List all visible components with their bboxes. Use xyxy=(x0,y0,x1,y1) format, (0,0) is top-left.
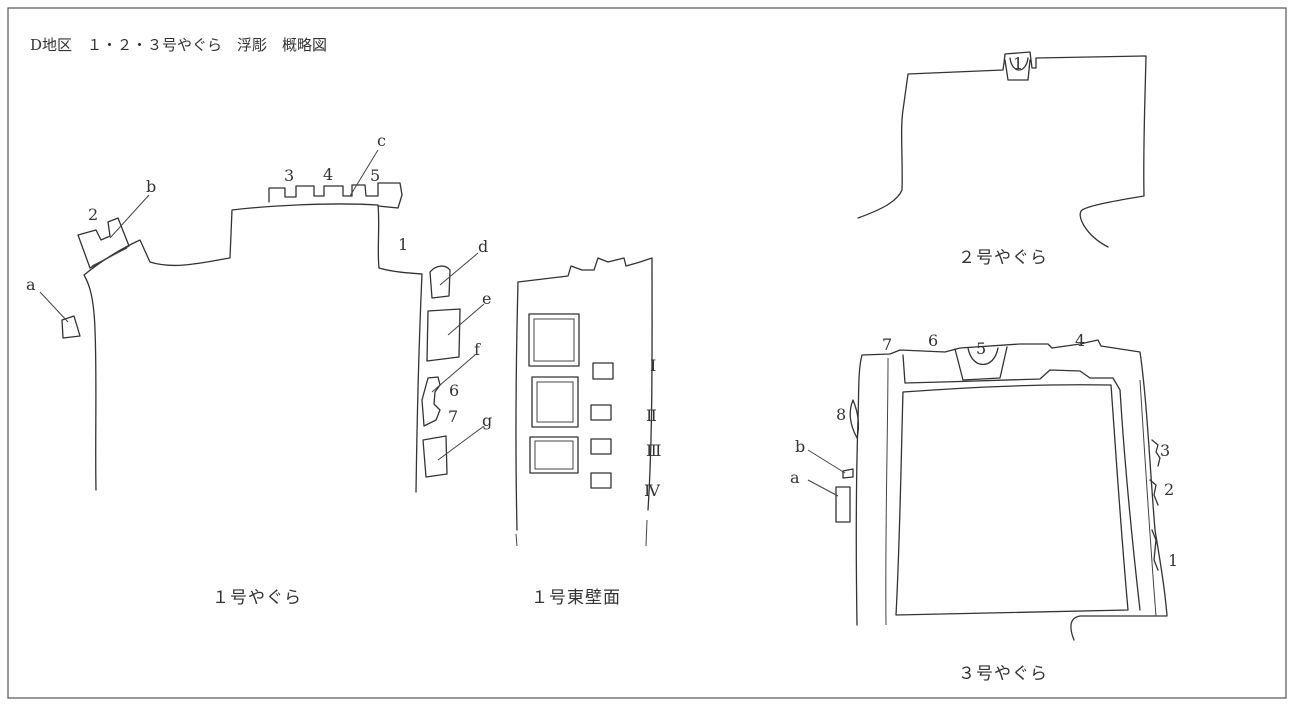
yagura-1-drawing: a b c d e f g 1 2 3 4 5 6 7 １号やぐら xyxy=(26,131,492,608)
yagura-1-outline xyxy=(83,203,423,493)
east-wall-niche-1-inner xyxy=(533,318,575,362)
niche-g xyxy=(422,435,448,478)
leader-e xyxy=(447,303,485,336)
label-d: d xyxy=(478,237,488,256)
yagura-2-outline xyxy=(857,51,1147,248)
label-roman-3: Ⅲ xyxy=(646,441,661,460)
label-f: f xyxy=(474,340,481,359)
east-wall-niche-2-outer xyxy=(531,376,579,428)
yagura-3-leader-a xyxy=(807,479,839,497)
label-4: 4 xyxy=(323,165,333,184)
leader-c xyxy=(349,149,379,197)
yagura-3-label-8: 8 xyxy=(836,405,846,424)
niche-2-base xyxy=(91,247,128,267)
yagura-3-label-1: 1 xyxy=(1168,551,1178,570)
label-a: a xyxy=(26,275,36,294)
label-7: 7 xyxy=(448,407,458,426)
label-2: 2 xyxy=(88,205,98,224)
yagura-3-label-5: 5 xyxy=(976,339,986,358)
east-wall-small-niche-3 xyxy=(590,438,612,455)
niche-f-6 xyxy=(421,376,441,427)
niche-2 xyxy=(77,217,130,269)
yagura-3-label-b: b xyxy=(795,437,805,456)
yagura-2-niche-1-hood xyxy=(1009,57,1029,71)
caption-east-wall: １号東壁面 xyxy=(531,588,621,608)
yagura-3-niche-5-hood xyxy=(967,347,999,365)
yagura-3-label-a: a xyxy=(790,468,800,487)
label-e: e xyxy=(482,289,491,308)
yagura-2-niche-1 xyxy=(1004,59,1031,81)
niche-d xyxy=(429,265,451,299)
east-wall-niche-2-inner xyxy=(536,381,574,423)
east-wall-small-niche-4 xyxy=(590,472,612,489)
yagura-3-label-3: 3 xyxy=(1160,441,1170,460)
niche-a xyxy=(61,315,81,339)
yagura-3-inner-chamber xyxy=(895,384,1129,616)
yagura-3-outline xyxy=(855,339,1168,641)
east-wall-outline xyxy=(517,257,653,511)
yagura-3-right-wall-line xyxy=(1139,379,1157,617)
east-wall-small-niche-2 xyxy=(590,404,612,421)
label-roman-1: Ⅰ xyxy=(650,356,656,375)
east-wall-niche-3-inner xyxy=(534,440,574,470)
label-c: c xyxy=(377,131,386,150)
yagura-3-label-7: 7 xyxy=(882,335,892,354)
label-3: 3 xyxy=(284,166,294,185)
yagura-2-label-1: 1 xyxy=(1013,54,1023,73)
sheet-frame xyxy=(7,7,1287,699)
east-wall-drawing: Ⅰ Ⅱ Ⅲ Ⅳ １号東壁面 xyxy=(515,257,661,608)
leader-f xyxy=(431,354,476,393)
yagura-3-drawing: a b 1 2 3 4 5 6 7 8 ３号やぐら xyxy=(790,331,1178,684)
label-5: 5 xyxy=(370,166,380,185)
leader-b xyxy=(109,194,150,239)
label-roman-4: Ⅳ xyxy=(644,481,661,500)
caption-yagura-1: １号やぐら xyxy=(212,588,302,608)
label-roman-2: Ⅱ xyxy=(646,406,657,425)
niche-3-4-5 xyxy=(268,182,403,209)
leader-d xyxy=(439,252,479,286)
east-wall-niche-1-outer xyxy=(528,313,580,367)
caption-yagura-3: ３号やぐら xyxy=(958,664,1048,684)
east-wall-bottom-ticks xyxy=(515,519,648,547)
niche-e xyxy=(426,308,461,362)
yagura-3-niche-5 xyxy=(954,346,1008,381)
yagura-2-drawing: 1 ２号やぐら xyxy=(857,51,1147,268)
yagura-3-niche-8 xyxy=(849,399,860,439)
label-1: 1 xyxy=(398,235,408,254)
yagura-3-niches-right xyxy=(1149,439,1161,571)
yagura-3-inner-ledge xyxy=(902,354,1141,611)
yagura-3-niche-a xyxy=(835,486,851,523)
yagura-3-label-4: 4 xyxy=(1075,331,1085,350)
leader-g xyxy=(437,425,485,461)
yagura-3-label-6: 6 xyxy=(928,331,938,350)
diagram-title: D地区 １・２・３号やぐら 浮彫 概略図 xyxy=(30,36,327,54)
label-g: g xyxy=(482,411,492,430)
yagura-3-niche-b xyxy=(842,468,854,479)
caption-yagura-2: ２号やぐら xyxy=(958,248,1048,268)
yagura-3-leader-b xyxy=(807,449,846,474)
east-wall-niche-3-outer xyxy=(529,436,579,474)
leader-a xyxy=(39,291,69,323)
label-6: 6 xyxy=(449,381,459,400)
yagura-3-floor-line xyxy=(885,357,889,626)
east-wall-left-edge xyxy=(515,281,519,531)
yagura-3-label-2: 2 xyxy=(1164,480,1174,499)
label-b: b xyxy=(146,177,156,196)
east-wall-small-niche-1 xyxy=(592,362,614,380)
